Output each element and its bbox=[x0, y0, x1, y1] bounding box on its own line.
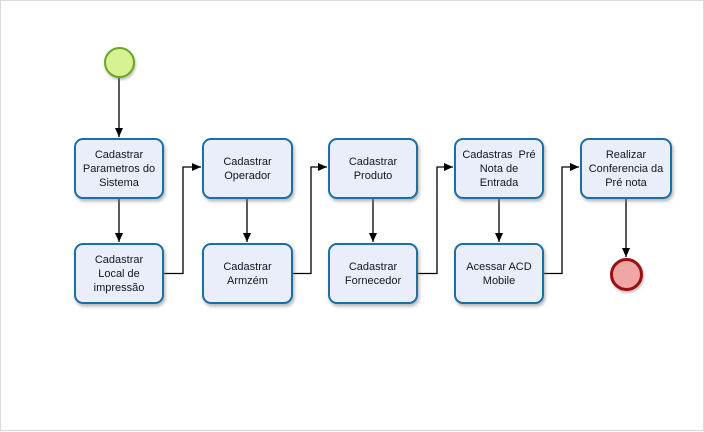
flow-armzem-to-produto bbox=[293, 163, 327, 275]
task-cadastrar-produto: Cadastrar Produto bbox=[328, 138, 418, 199]
task-cadastras-pre-nota-entrada: Cadastras Pré Nota de Entrada bbox=[454, 138, 544, 199]
task-label: Cadastrar Operador bbox=[223, 155, 272, 182]
task-label: Cadastrar Armzém bbox=[223, 260, 272, 287]
task-cadastrar-fornecedor: Cadastrar Fornecedor bbox=[328, 243, 418, 304]
task-realizar-conferencia-pre-nota: Realizar Conferencia da Pré nota bbox=[580, 138, 672, 199]
task-label: Realizar Conferencia da Pré nota bbox=[588, 148, 664, 189]
start-event bbox=[104, 47, 135, 78]
task-label: Cadastrar Local de impressão bbox=[93, 253, 145, 294]
task-cadastrar-parametros-sistema: Cadastrar Parametros do Sistema bbox=[74, 138, 164, 199]
task-cadastrar-operador: Cadastrar Operador bbox=[202, 138, 293, 199]
task-label: Acessar ACD Mobile bbox=[466, 260, 532, 287]
end-event bbox=[610, 258, 643, 291]
task-label: Cadastras Pré Nota de Entrada bbox=[462, 148, 536, 189]
task-cadastrar-local-impressao: Cadastrar Local de impressão bbox=[74, 243, 164, 304]
flow-fornecedor-to-prenota bbox=[418, 163, 453, 275]
flow-local-to-operador bbox=[164, 163, 201, 275]
task-cadastrar-armzem: Cadastrar Armzém bbox=[202, 243, 293, 304]
flow-acd-to-conferencia bbox=[544, 163, 579, 275]
task-label: Cadastrar Parametros do Sistema bbox=[82, 148, 156, 189]
task-label: Cadastrar Produto bbox=[348, 155, 398, 182]
task-label: Cadastrar Fornecedor bbox=[344, 260, 402, 287]
task-acessar-acd-mobile: Acessar ACD Mobile bbox=[454, 243, 544, 304]
